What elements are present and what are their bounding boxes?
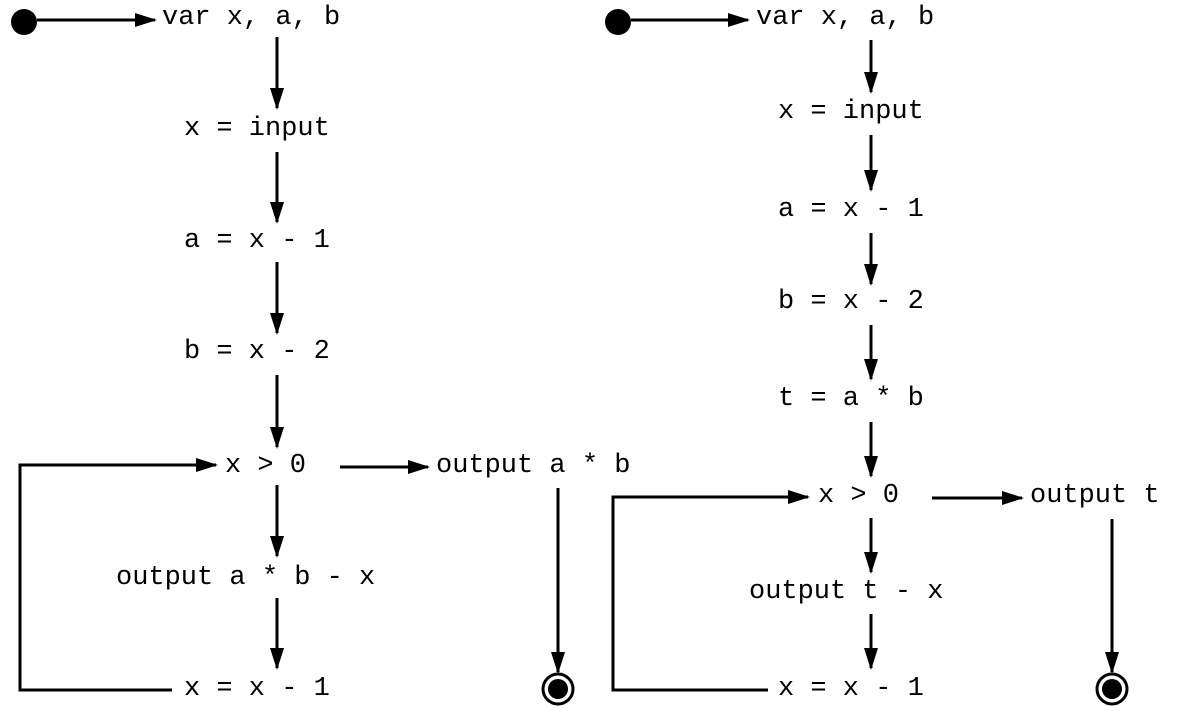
left-decrement-text: x = x - 1 (184, 674, 330, 704)
right-assign-a-text: a = x - 1 (778, 195, 924, 225)
right-end-node (1102, 679, 1122, 699)
right-output-exit-text: output t (1030, 481, 1160, 511)
right-assign-b-text: b = x - 2 (778, 287, 924, 317)
right-start-node (605, 9, 631, 35)
right-decl-text: var x, a, b (756, 3, 934, 33)
left-condition-text: x > 0 (225, 451, 306, 481)
right-decrement-text: x = x - 1 (778, 674, 924, 704)
left-assign-a-text: a = x - 1 (184, 226, 330, 256)
right-input-text: x = input (778, 97, 924, 127)
left-decl-text: var x, a, b (162, 3, 340, 33)
left-output-loop-text: output a * b - x (116, 563, 375, 593)
right-condition-text: x > 0 (818, 481, 899, 511)
right-flow: var x, a, b x = input a = x - 1 b = x - … (605, 3, 1160, 706)
right-assign-t-text: t = a * b (778, 384, 924, 414)
left-assign-b-text: b = x - 2 (184, 337, 330, 367)
left-start-node (11, 9, 37, 35)
left-output-exit-text: output a * b (436, 451, 630, 481)
right-edge-loop-back (611, 490, 810, 692)
left-end-node (548, 679, 568, 699)
left-input-text: x = input (184, 114, 330, 144)
left-edge-loop-back (18, 458, 218, 692)
left-flow: var x, a, b x = input a = x - 1 b = x - … (11, 3, 630, 706)
right-output-loop-text: output t - x (749, 577, 943, 607)
